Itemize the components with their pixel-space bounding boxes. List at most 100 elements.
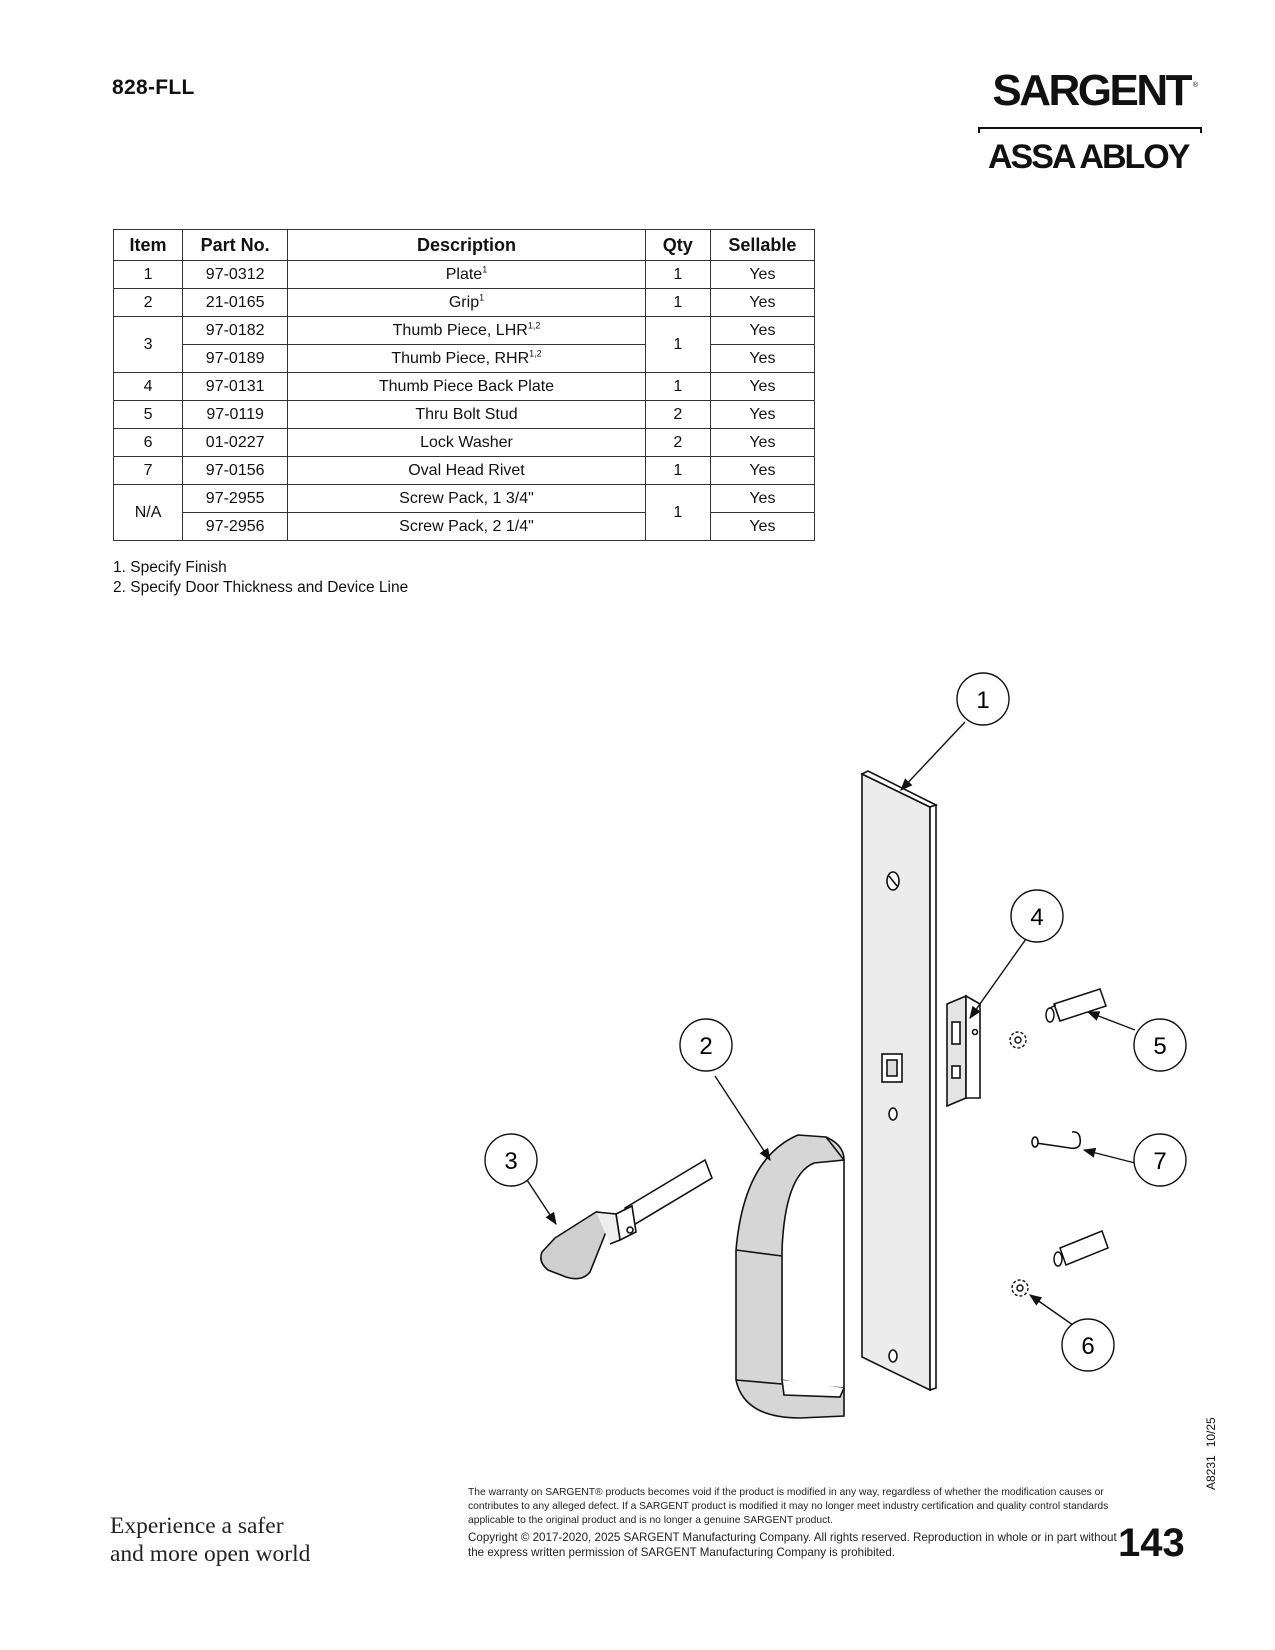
leader-lines <box>526 721 1136 1331</box>
footnote-1: 1. Specify Finish <box>113 559 227 576</box>
svg-text:3: 3 <box>504 1148 517 1175</box>
item-cell: 2 <box>112 288 184 317</box>
part-no-cell: 97-2956 <box>182 512 289 541</box>
footnote-ref: 1,2 <box>529 348 542 359</box>
header-qty: Qty <box>644 229 711 261</box>
sellable-cell: Yes <box>709 512 816 541</box>
logo-divider <box>978 127 1202 133</box>
sellable-cell: Yes <box>709 428 816 457</box>
callout-4: 4 <box>1010 889 1064 943</box>
item-cell: 6 <box>112 428 184 457</box>
callout-7: 7 <box>1133 1133 1187 1187</box>
description-text: Grip <box>448 293 480 311</box>
svg-text:4: 4 <box>1030 904 1043 931</box>
svg-text:6: 6 <box>1081 1333 1094 1360</box>
thumb-piece-drawing <box>540 1158 713 1280</box>
parts-table: Item Part No. Description Qty Sellable 1… <box>112 229 816 541</box>
tagline-line-2: and more open world <box>110 1541 311 1567</box>
header-sellable: Sellable <box>709 229 816 261</box>
header-description: Description <box>287 229 646 261</box>
qty-cell: 1 <box>644 456 711 485</box>
description-cell: Grip1 <box>287 288 646 317</box>
description-cell: Plate1 <box>287 260 646 289</box>
table-row: 97-2956 Screw Pack, 2 1/4" Yes <box>114 512 816 541</box>
sellable-cell: Yes <box>709 484 816 513</box>
footnote-ref: 1,2 <box>527 320 541 331</box>
document-title: 828-FLL <box>112 76 195 99</box>
description-cell: Thumb Piece, RHR1,2 <box>287 344 646 373</box>
part-no-cell: 97-2955 <box>182 484 289 513</box>
qty-cell: 1 <box>644 316 711 373</box>
logo-registered-mark: ® <box>1192 82 1198 89</box>
part-no-cell: 97-0156 <box>182 456 289 485</box>
sargent-assa-abloy-logo: SARGENT ® ASSA ABLOY <box>978 66 1202 178</box>
table-row: 6 01-0227 Lock Washer 2 Yes <box>112 428 816 457</box>
sellable-cell: Yes <box>709 400 816 429</box>
copyright-text: Copyright © 2017-2020, 2025 SARGENT Manu… <box>468 1531 1117 1559</box>
table-row: 2 21-0165 Grip1 1 Yes <box>112 288 816 317</box>
qty-cell: 2 <box>644 428 711 457</box>
tagline-line-1: Experience a safer <box>110 1513 284 1539</box>
table-row: 97-0189 Thumb Piece, RHR1,2 Yes <box>114 344 816 373</box>
description-cell: Thru Bolt Stud <box>287 400 646 429</box>
item-cell: 3 <box>112 316 184 373</box>
description-text: Thumb Piece, LHR <box>392 321 528 339</box>
part-no-cell: 97-0312 <box>182 260 289 289</box>
callout-2: 2 <box>679 1018 733 1072</box>
sellable-cell: Yes <box>709 344 816 373</box>
svg-text:2: 2 <box>699 1033 712 1060</box>
table-row: 3 97-0182 Thumb Piece, LHR1,2 1 Yes <box>112 316 816 373</box>
description-cell: Lock Washer <box>287 428 646 457</box>
doc-code-number: A8231 <box>1204 1455 1218 1490</box>
document-code: A8231 10/25 <box>1204 1417 1218 1490</box>
sellable-cell: Yes <box>709 372 816 401</box>
description-cell: Oval Head Rivet <box>287 456 646 485</box>
description-cell: Screw Pack, 2 1/4" <box>287 512 646 541</box>
table-row: N/A 97-2955 Screw Pack, 1 3/4" 1 Yes <box>112 484 816 541</box>
callout-1: 1 <box>956 672 1010 726</box>
item-cell: 5 <box>112 400 184 429</box>
part-no-cell: 97-0182 <box>182 316 289 345</box>
exploded-parts-diagram: 1 2 3 4 5 6 7 <box>484 672 1187 1419</box>
svg-text:1: 1 <box>976 687 989 714</box>
grip-drawing <box>735 1134 845 1419</box>
oval-head-rivet-drawing <box>1031 1131 1082 1150</box>
callout-3: 3 <box>484 1133 538 1187</box>
sellable-cell: Yes <box>709 456 816 485</box>
description-text: Plate <box>445 265 483 283</box>
part-no-cell: 97-0131 <box>182 372 289 401</box>
part-no-cell: 01-0227 <box>182 428 289 457</box>
table-row: 5 97-0119 Thru Bolt Stud 2 Yes <box>112 400 816 429</box>
warranty-text: The warranty on SARGENT® products become… <box>468 1487 1109 1526</box>
footnote-ref: 1 <box>482 264 488 275</box>
sellable-cell: Yes <box>709 288 816 317</box>
description-cell: Thumb Piece, LHR1,2 <box>287 316 646 345</box>
page-number: 143 <box>1118 1521 1185 1565</box>
svg-text:7: 7 <box>1153 1148 1166 1175</box>
part-no-cell: 21-0165 <box>182 288 289 317</box>
logo-brand-bottom: ASSA ABLOY <box>988 138 1190 176</box>
table-row: 1 97-0312 Plate1 1 Yes <box>112 260 816 289</box>
svg-text:5: 5 <box>1153 1033 1166 1060</box>
item-cell: N/A <box>112 484 184 541</box>
table-header-row: Item Part No. Description Qty Sellable <box>112 229 816 261</box>
callout-6: 6 <box>1061 1318 1115 1372</box>
footnote-2: 2. Specify Door Thickness and Device Lin… <box>113 579 409 596</box>
qty-cell: 2 <box>644 400 711 429</box>
thru-bolt-stud-drawing <box>1045 988 1109 1267</box>
plate-drawing <box>860 770 939 1392</box>
item-cell: 1 <box>112 260 184 289</box>
qty-cell: 1 <box>644 260 711 289</box>
part-no-cell: 97-0189 <box>182 344 289 373</box>
footnote-ref: 1 <box>479 292 485 303</box>
description-cell: Thumb Piece Back Plate <box>287 372 646 401</box>
header-item: Item <box>112 229 184 261</box>
description-cell: Screw Pack, 1 3/4" <box>287 484 646 513</box>
part-no-cell: 97-0119 <box>182 400 289 429</box>
doc-code-date: 10/25 <box>1204 1417 1218 1448</box>
sellable-cell: Yes <box>709 260 816 289</box>
logo-brand-top: SARGENT <box>992 66 1192 115</box>
thumb-piece-back-plate-drawing <box>946 994 981 1108</box>
lock-washer-drawing <box>1009 1031 1029 1297</box>
sellable-cell: Yes <box>709 316 816 345</box>
